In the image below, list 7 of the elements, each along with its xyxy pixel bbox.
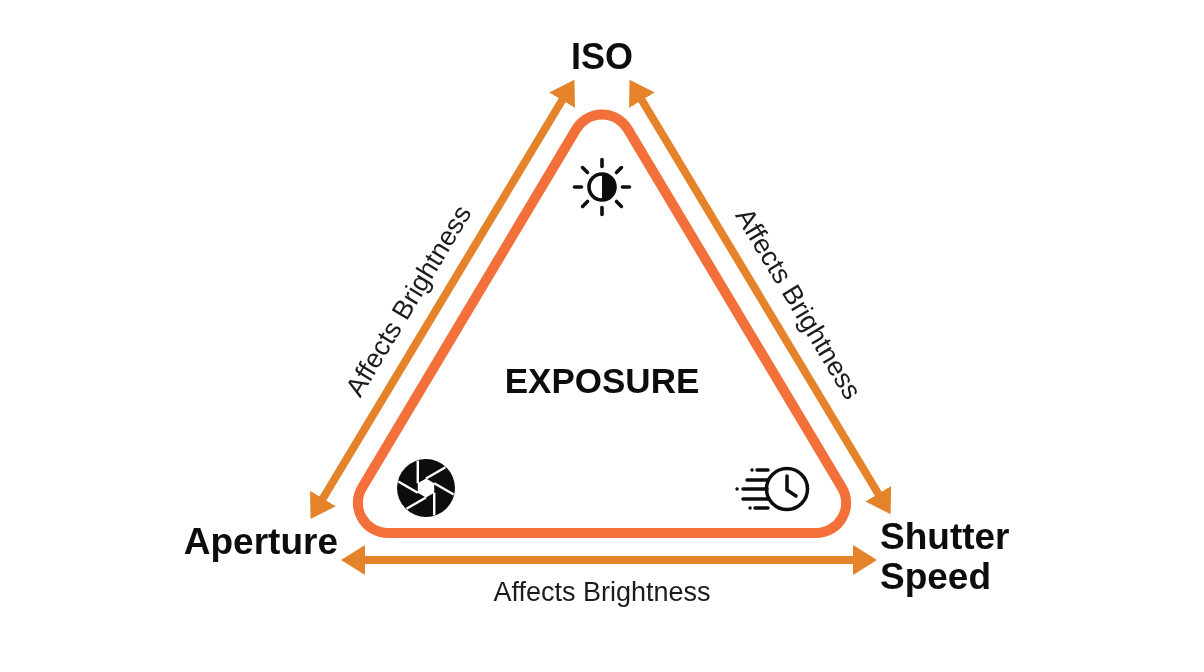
corner-label: ISO <box>571 38 633 77</box>
center-label: EXPOSURE <box>504 361 700 401</box>
double-arrow <box>307 77 578 522</box>
corner-label: Shutter Speed <box>880 517 1010 597</box>
edge-label: Affects Brightness <box>493 577 711 609</box>
double-arrow <box>341 545 877 575</box>
corner-label: Aperture <box>183 522 338 562</box>
